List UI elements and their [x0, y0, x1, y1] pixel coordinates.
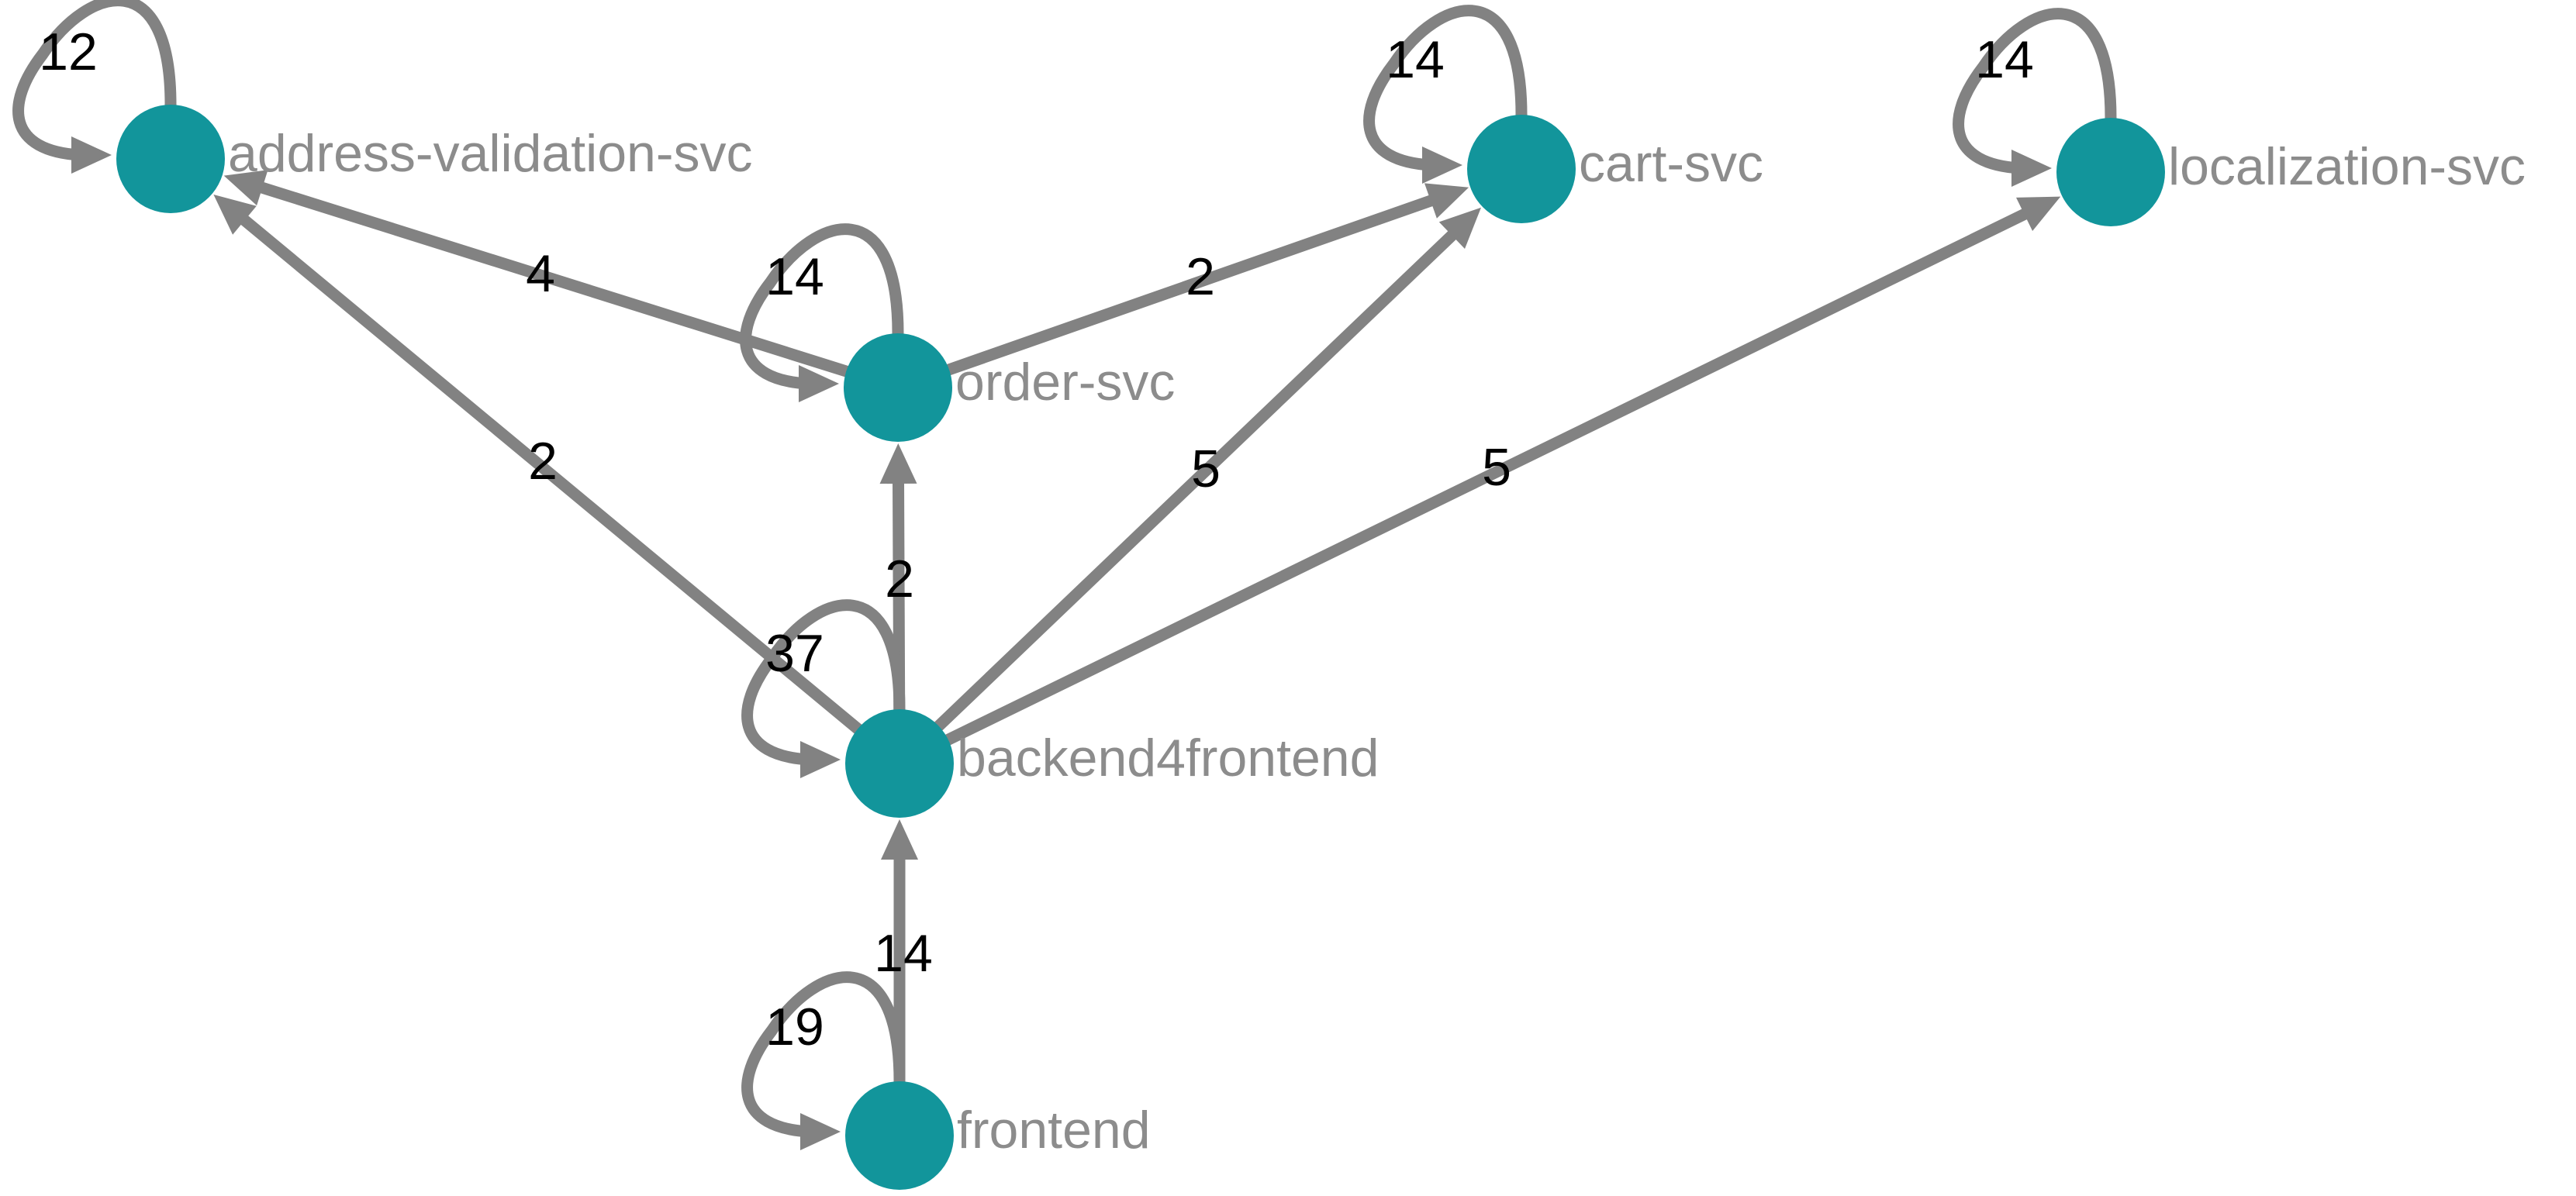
arrowhead-order-svc-to-cart-svc — [1424, 183, 1469, 219]
node-circle-backend4frontend[interactable] — [845, 709, 954, 818]
self-loop-localization-svc — [1953, 8, 2117, 174]
self-loop-arrowhead-cart-svc — [1422, 146, 1462, 184]
node-circle-cart-svc[interactable] — [1467, 115, 1576, 223]
self-loop-frontend — [741, 971, 906, 1138]
node-label-backend4frontend: backend4frontend — [957, 729, 1379, 788]
node-circle-address-validation-svc[interactable] — [116, 105, 225, 213]
self-loop-arrowhead-frontend — [800, 1113, 841, 1150]
edge-weight-backend4frontend-to-localization-svc: 5 — [1482, 438, 1511, 497]
node-label-cart-svc: cart-svc — [1579, 134, 1763, 193]
self-loops-layer — [12, 0, 2117, 1150]
arrowhead-backend4frontend-to-cart-svc — [1438, 207, 1481, 249]
arrowhead-backend4frontend-to-localization-svc — [2016, 196, 2061, 231]
node-label-frontend: frontend — [957, 1101, 1151, 1160]
self-loop-weight-cart-svc: 14 — [1386, 30, 1445, 89]
self-loop-weight-backend4frontend: 37 — [765, 624, 824, 683]
arrowhead-order-svc-to-address-validation-svc — [223, 170, 268, 206]
nodes-layer: address-validation-svc order-svc cart-svc l… — [116, 105, 2526, 1190]
arrowhead-frontend-to-backend4frontend — [881, 819, 918, 860]
edge-weight-backend4frontend-to-address-validation-svc: 2 — [528, 432, 558, 491]
node-label-localization-svc: localization-svc — [2168, 137, 2526, 196]
edge-labels-layer: 4 2 2 2 5 5 14 12 14 14 14 37 19 — [39, 22, 2034, 1056]
self-loop-cart-svc — [1363, 5, 1528, 171]
node-label-address-validation-svc: address-validation-svc — [228, 124, 753, 183]
self-loop-backend4frontend — [741, 599, 906, 766]
edge-backend4frontend-to-cart-svc — [933, 222, 1465, 732]
arrowhead-backend4frontend-to-address-validation-svc — [213, 195, 257, 235]
self-loop-weight-frontend: 19 — [765, 998, 824, 1056]
node-circle-order-svc[interactable] — [844, 333, 952, 442]
self-loop-arrowhead-localization-svc — [2011, 150, 2052, 187]
node-circle-localization-svc[interactable] — [2056, 118, 2165, 226]
edge-backend4frontend-to-address-validation-svc — [231, 209, 864, 735]
node-frontend[interactable]: frontend — [845, 1081, 1151, 1190]
edge-order-svc-to-cart-svc — [943, 191, 1445, 376]
self-loop-arrowhead-backend4frontend — [800, 741, 841, 778]
node-order-svc[interactable]: order-svc — [844, 333, 1175, 442]
self-loop-order-svc — [740, 223, 904, 390]
self-loop-weight-order-svc: 14 — [765, 247, 824, 306]
edge-weight-order-svc-to-address-validation-svc: 4 — [526, 244, 555, 303]
node-label-order-svc: order-svc — [955, 353, 1175, 412]
edge-backend4frontend-to-localization-svc — [942, 204, 2039, 746]
edge-weight-order-svc-to-cart-svc: 2 — [1186, 247, 1215, 306]
node-address-validation-svc[interactable]: address-validation-svc — [116, 105, 753, 213]
self-loop-arrowhead-order-svc — [799, 365, 839, 402]
edge-weight-backend4frontend-to-cart-svc: 5 — [1191, 439, 1221, 498]
node-cart-svc[interactable]: cart-svc — [1467, 115, 1763, 223]
node-localization-svc[interactable]: localization-svc — [2056, 118, 2526, 226]
node-backend4frontend[interactable]: backend4frontend — [845, 709, 1379, 818]
self-loop-weight-localization-svc: 14 — [1975, 30, 2034, 89]
edge-weight-backend4frontend-to-order-svc: 2 — [885, 550, 914, 608]
arrowhead-backend4frontend-to-order-svc — [879, 443, 917, 484]
edge-weight-frontend-to-backend4frontend: 14 — [874, 924, 933, 983]
self-loop-arrowhead-address-validation-svc — [71, 136, 112, 174]
self-loop-weight-address-validation-svc: 12 — [39, 22, 98, 81]
edges-layer — [213, 170, 2061, 1087]
node-circle-frontend[interactable] — [845, 1081, 954, 1190]
self-loop-address-validation-svc — [12, 0, 177, 161]
